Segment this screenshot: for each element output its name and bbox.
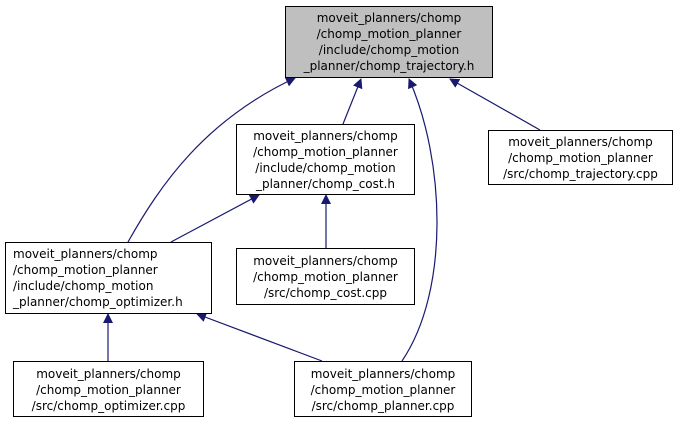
node-chomp-cost-cpp[interactable]: moveit_planners/chomp /chomp_motion_plan… [236,248,415,305]
node-line: /chomp_motion_planner [508,151,653,165]
node-line: moveit_planners/chomp [253,129,398,143]
edge-planner-cpp-to-trajectory-h [401,78,438,362]
node-line: _planner/chomp_cost.h [255,177,396,191]
node-chomp-optimizer-h[interactable]: moveit_planners/chomp /chomp_motion_plan… [5,242,212,314]
node-line: moveit_planners/chomp [316,11,462,25]
node-chomp-trajectory-cpp[interactable]: moveit_planners/chomp /chomp_motion_plan… [488,130,673,185]
node-line: moveit_planners/chomp [310,367,456,381]
node-line: _planner/chomp_trajectory.h [303,59,475,73]
edge-trajectory-cpp-to-trajectory-h [449,78,541,131]
node-line: /chomp_motion_planner [253,270,398,284]
node-chomp-cost-h[interactable]: moveit_planners/chomp /chomp_motion_plan… [236,124,415,195]
node-line: moveit_planners/chomp [36,367,181,381]
node-line: /include/chomp_motion [255,161,396,175]
node-line: /chomp_motion_planner [310,383,456,397]
edge-planner-cpp-to-optimizer-h [196,312,323,362]
node-chomp-planner-cpp[interactable]: moveit_planners/chomp /chomp_motion_plan… [294,361,472,417]
edge-optimizer-h-to-trajectory-h [127,77,296,243]
node-line: /include/chomp_motion [318,43,460,57]
node-line: /src/chomp_cost.cpp [264,286,387,300]
node-line: moveit_planners/chomp [508,135,653,149]
node-line: /chomp_motion_planner [253,145,398,159]
node-chomp-trajectory-h: moveit_planners/chomp /chomp_motion_plan… [285,6,493,78]
node-line: /chomp_motion_planner [316,27,462,41]
node-chomp-optimizer-cpp[interactable]: moveit_planners/chomp /chomp_motion_plan… [13,361,204,417]
node-line: /chomp_motion_planner [13,263,158,277]
edge-cost-h-to-trajectory-h [342,78,363,125]
node-line: /src/chomp_optimizer.cpp [31,399,186,413]
node-line: /include/chomp_motion [13,279,154,293]
node-line: /src/chomp_planner.cpp [311,399,455,413]
edge-optimizer-h-to-cost-h [170,194,260,243]
node-line: moveit_planners/chomp [13,247,158,261]
node-line: /chomp_motion_planner [36,383,181,397]
node-line: /src/chomp_trajectory.cpp [503,167,658,181]
node-line: _planner/chomp_optimizer.h [13,295,183,309]
node-line: moveit_planners/chomp [253,254,398,268]
